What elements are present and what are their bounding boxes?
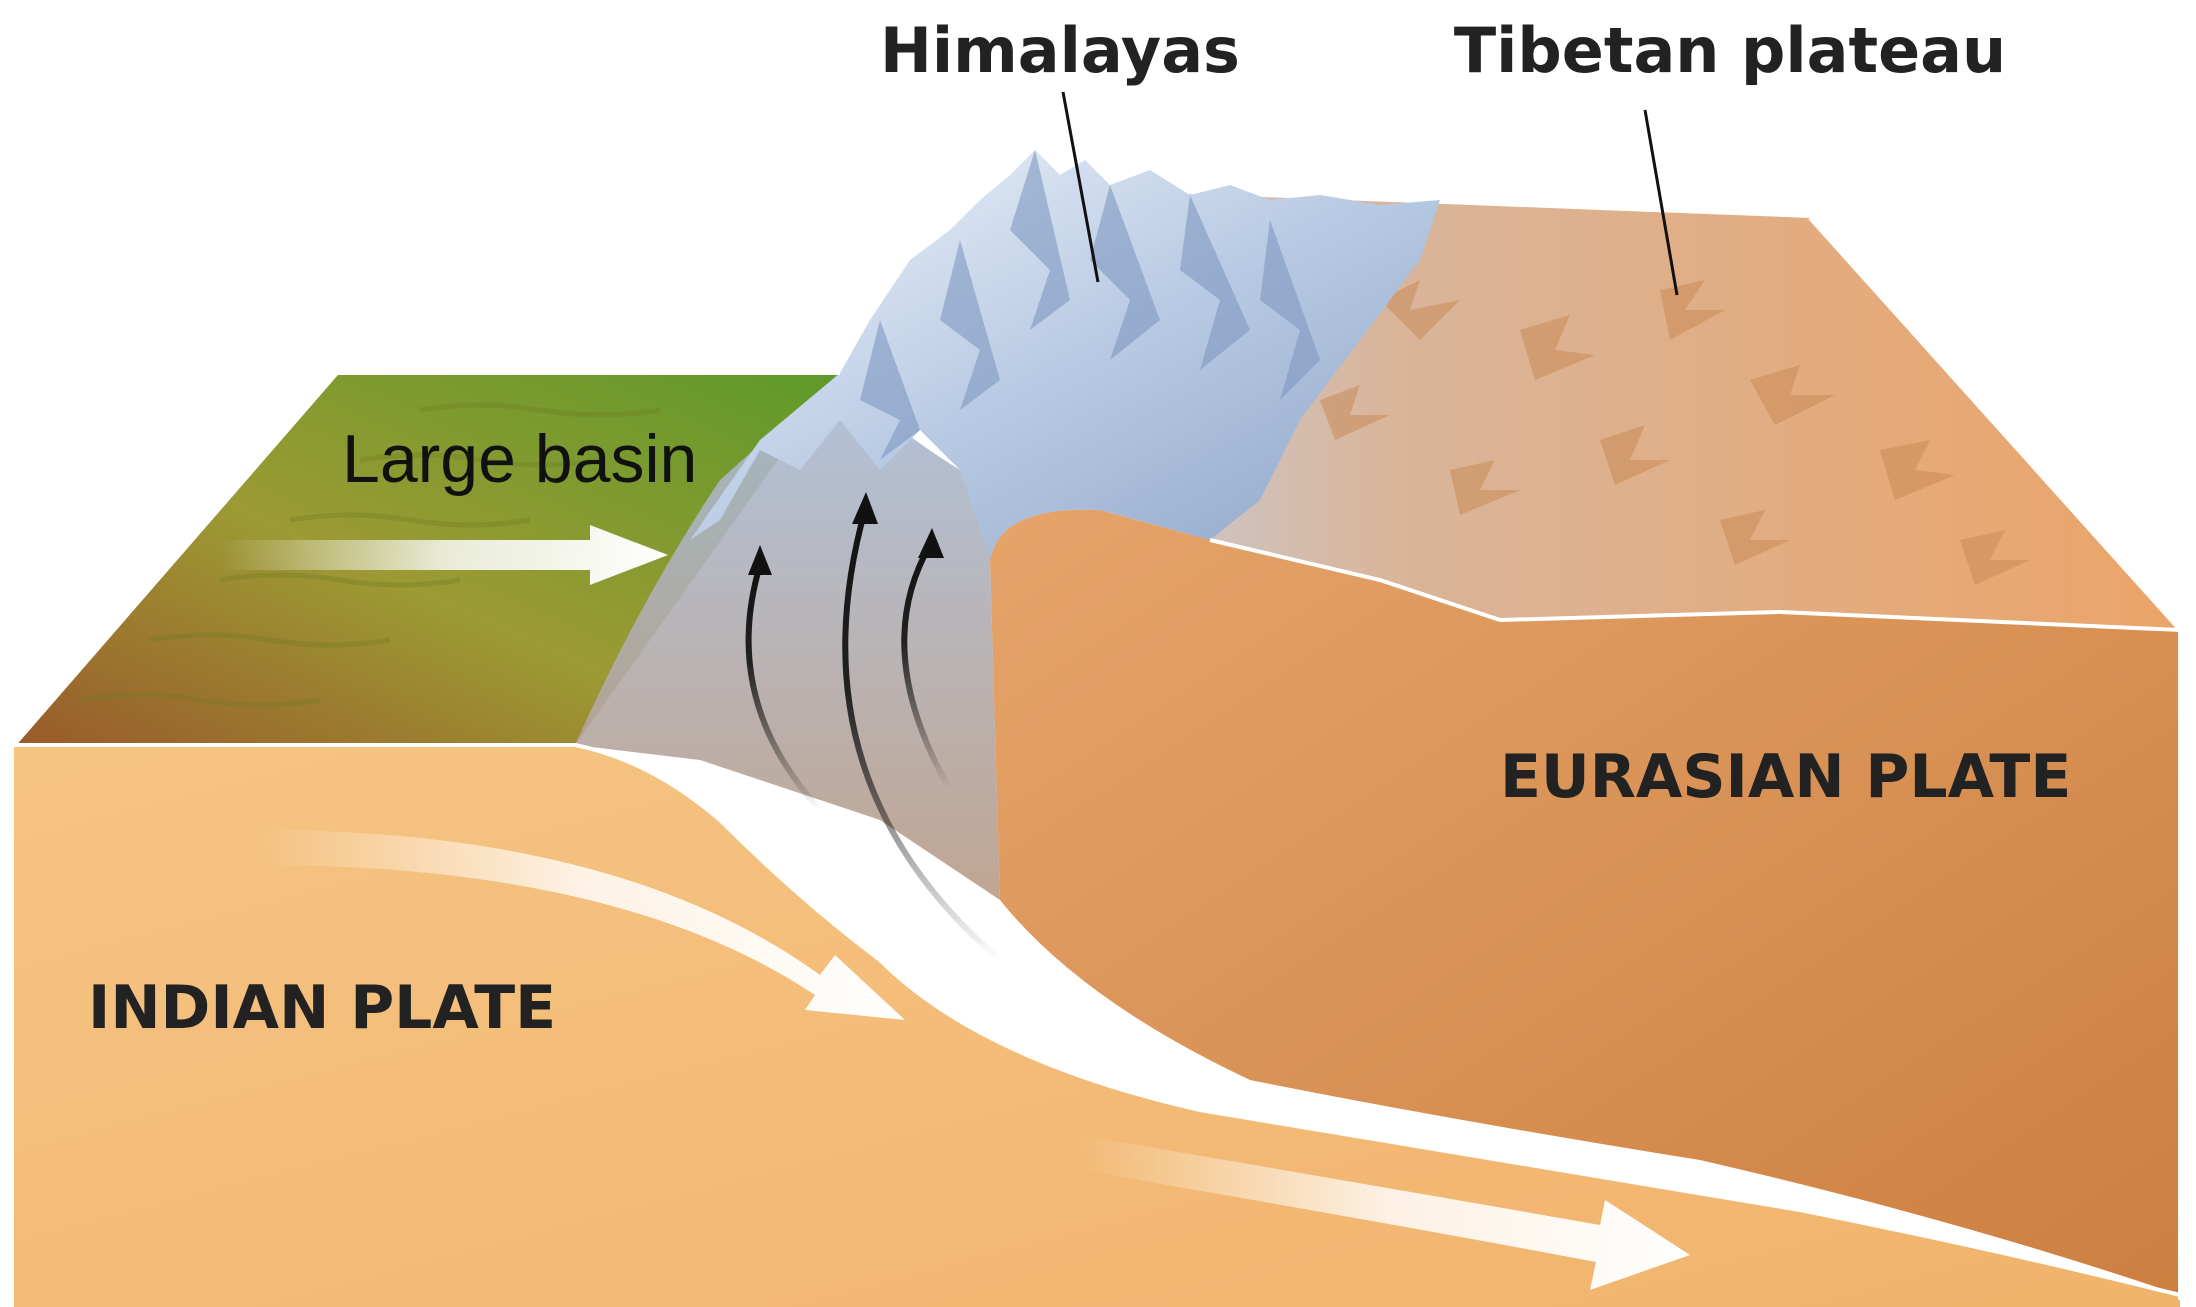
large-basin-label: Large basin bbox=[342, 421, 697, 497]
tibetan-plateau-label: Tibetan plateau bbox=[1454, 14, 2006, 87]
indian-plate-label: INDIAN PLATE bbox=[88, 973, 556, 1043]
himalayas-label: Himalayas bbox=[880, 14, 1240, 87]
eurasian-plate-label: EURASIAN PLATE bbox=[1500, 742, 2071, 812]
